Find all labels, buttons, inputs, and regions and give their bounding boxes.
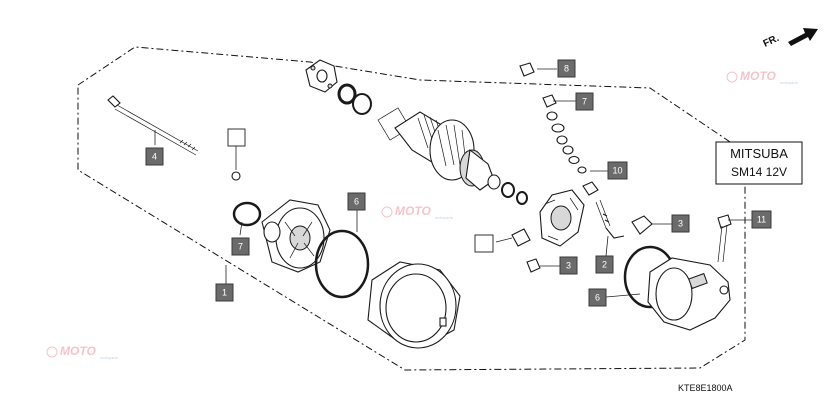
terminal-bolt (595, 199, 625, 239)
callout-7[interactable]: 7 (575, 92, 594, 111)
callout-1[interactable]: 1 (215, 283, 234, 302)
svg-text:FR.: FR. (762, 33, 781, 50)
callout-4[interactable]: 4 (145, 147, 164, 166)
callout-6[interactable]: 6 (588, 288, 607, 307)
blank-callout[interactable] (474, 234, 494, 253)
yoke-housing (367, 261, 461, 349)
o-ring-small (232, 201, 262, 227)
watermark: MOTO motoparts (46, 344, 118, 360)
svg-text:7: 7 (582, 97, 587, 107)
armature (377, 107, 501, 191)
ring (501, 182, 515, 198)
callout-6[interactable]: 6 (347, 192, 366, 211)
nut (582, 181, 599, 196)
rear-cover (647, 257, 731, 331)
svg-text:1: 1 (222, 288, 227, 298)
svg-text:MOTO: MOTO (60, 344, 96, 358)
through-bolt (107, 95, 199, 156)
manufacturer-label: MITSUBA SM14 12V (715, 141, 803, 185)
nut (519, 62, 535, 77)
front-arrow-icon (788, 28, 818, 46)
svg-text:2: 2 (602, 260, 607, 270)
washer (231, 171, 241, 181)
svg-text:6: 6 (595, 293, 600, 303)
svg-text:11: 11 (757, 215, 766, 225)
svg-text:3: 3 (566, 261, 571, 271)
nut (526, 258, 541, 273)
callout-11[interactable]: 11 (751, 210, 772, 229)
brush (511, 228, 531, 247)
leader-lines (154, 68, 752, 298)
ring (337, 83, 357, 105)
blank-callout[interactable] (227, 128, 246, 147)
svg-text:6: 6 (354, 197, 359, 207)
terminal-clip (631, 215, 653, 235)
callout-3[interactable]: 3 (559, 256, 578, 275)
hardware-stack (542, 94, 587, 174)
front-cover (261, 199, 331, 273)
brush-holder (539, 189, 585, 247)
front-direction-indicator: FR. (762, 28, 818, 50)
callout-8[interactable]: 7 (231, 237, 250, 256)
brand-name: MITSUBA (730, 146, 788, 161)
svg-text:motoparts: motoparts (780, 80, 798, 85)
svg-text:motoparts: motoparts (435, 215, 453, 220)
svg-text:8: 8 (564, 64, 569, 74)
svg-text:MOTO: MOTO (740, 69, 776, 83)
svg-text:MOTO: MOTO (395, 204, 431, 218)
svg-text:motoparts: motoparts (100, 355, 118, 360)
svg-text:10: 10 (612, 166, 622, 176)
svg-text:7: 7 (238, 242, 243, 252)
ring (352, 93, 372, 115)
gasket-ring-left (314, 229, 370, 299)
callout-10[interactable]: 10 (607, 161, 628, 180)
mounting-bolt (717, 214, 732, 263)
svg-text:3: 3 (678, 219, 683, 229)
watermark: MOTO motoparts (381, 204, 453, 220)
model-spec: SM14 12V (731, 165, 787, 179)
callout-3[interactable]: 3 (671, 214, 690, 233)
callout-2[interactable]: 2 (595, 255, 614, 274)
ring (516, 191, 528, 205)
callout-7[interactable]: 8 (557, 59, 576, 78)
watermark: MOTO motoparts (726, 69, 798, 85)
front-plate (305, 59, 338, 93)
svg-text:4: 4 (152, 152, 157, 162)
drawing-code: KTE8E1800A (678, 383, 733, 393)
